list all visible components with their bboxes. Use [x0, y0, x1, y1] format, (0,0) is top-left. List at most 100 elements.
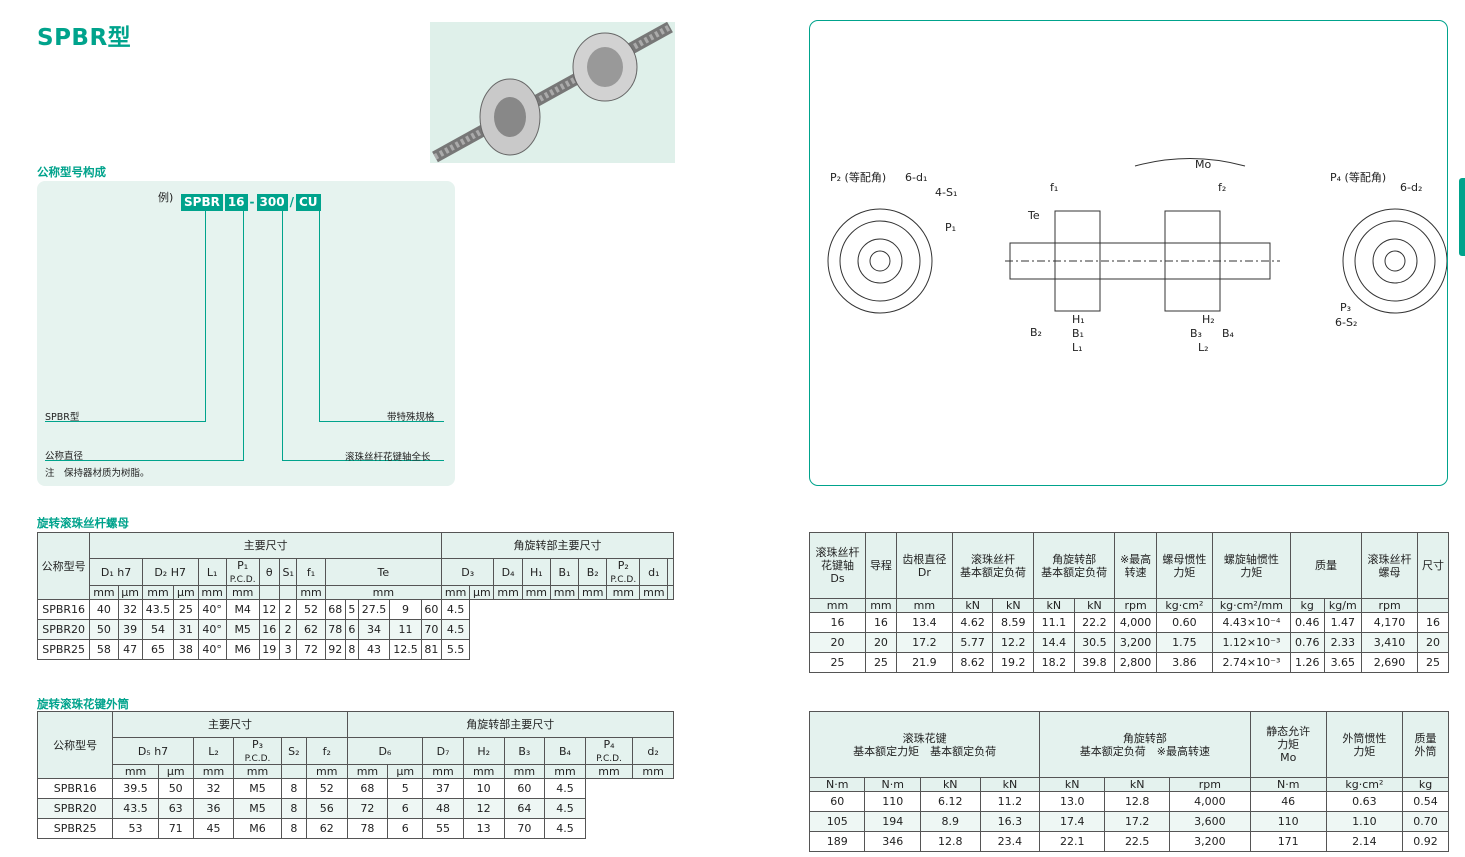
t1-angle-header: 角旋转部主要尺寸: [441, 532, 674, 559]
table-cell: 3: [278, 639, 298, 660]
table-cell: 105: [808, 811, 866, 832]
table-cell: 81: [420, 639, 443, 660]
table-cell: 70: [420, 619, 443, 640]
table-cell: 56: [305, 798, 348, 819]
t1-main-header: 主要尺寸: [89, 532, 442, 559]
table-cell: 4.5: [440, 599, 471, 620]
table-cell: 6.12: [919, 791, 981, 812]
label-diameter: 公称直径: [45, 451, 84, 462]
t1-heading: 旋转滚珠丝杆螺母: [37, 516, 129, 530]
svg-text:6-S₂: 6-S₂: [1335, 316, 1357, 329]
page-title: SPBR型: [37, 25, 132, 51]
table-cell: 2: [278, 599, 298, 620]
table-cell: 54: [141, 619, 175, 640]
table-cell: 31: [173, 619, 199, 640]
nominal-heading: 公称型号构成: [37, 165, 106, 179]
side-tab[interactable]: [1459, 178, 1465, 256]
svg-text:L₁: L₁: [1072, 341, 1083, 354]
table-cell: 92: [324, 639, 346, 660]
table-cell: 52: [296, 599, 326, 620]
table-cell: 4.62: [951, 612, 994, 633]
table-cell: 52: [305, 778, 348, 799]
table-cell: 78: [346, 818, 389, 839]
svg-text:H₁: H₁: [1072, 313, 1085, 326]
table-cell: 110: [864, 791, 921, 812]
example-prefix: 例): [158, 191, 174, 204]
table-cell: 3.86: [1155, 652, 1213, 673]
table-cell: 40°: [197, 619, 227, 640]
code-dash: -: [249, 195, 255, 209]
svg-text:Te: Te: [1027, 209, 1040, 222]
table-cell: 53: [112, 818, 159, 839]
table-cell: SPBR16: [36, 599, 91, 620]
svg-text:P₂ (等配角): P₂ (等配角): [830, 170, 886, 184]
line-model: [205, 210, 206, 422]
table-cell: 4.5: [544, 798, 586, 819]
t2-model-header: 公称型号: [36, 711, 114, 779]
table-cell: 43: [357, 639, 391, 660]
table-cell: M5: [233, 778, 282, 799]
table-cell: 3.65: [1323, 652, 1363, 673]
table-cell: 4.5: [544, 818, 586, 839]
table-cell: 72: [296, 639, 326, 660]
table-cell: 65: [141, 639, 175, 660]
svg-text:6-d₁: 6-d₁: [905, 171, 927, 184]
code-special: CU: [295, 194, 321, 211]
table-cell: 110: [1249, 811, 1327, 832]
svg-text:P₃: P₃: [1340, 301, 1351, 314]
table-cell: 40°: [197, 639, 227, 660]
table-cell: 60: [503, 778, 546, 799]
table-cell: SPBR20: [36, 619, 91, 640]
t1-model-header: 公称型号: [36, 532, 91, 600]
table-cell: 171: [1249, 831, 1327, 852]
table-cell: 30.5: [1073, 632, 1116, 653]
table-cell: 68: [324, 599, 346, 620]
table-cell: 38: [173, 639, 199, 660]
table-cell: 5: [344, 599, 359, 620]
table-cell: 1.75: [1155, 632, 1213, 653]
table-cell: 1.26: [1289, 652, 1325, 673]
line-diameter: [243, 210, 244, 461]
svg-text:P₄ (等配角): P₄ (等配角): [1330, 170, 1386, 184]
table-cell: 10: [462, 778, 505, 799]
table-cell: 16: [258, 619, 280, 640]
table-cell: 58: [89, 639, 119, 660]
table-cell: 12: [462, 798, 505, 819]
table-cell: 32: [192, 778, 235, 799]
table-cell: 0.63: [1325, 791, 1404, 812]
table-cell: 70: [503, 818, 546, 839]
table-cell: 0.46: [1289, 612, 1325, 633]
table-cell: 12.8: [1104, 791, 1171, 812]
table-cell: 45: [192, 818, 235, 839]
table-cell: 346: [864, 831, 921, 852]
svg-text:H₂: H₂: [1202, 313, 1215, 326]
table-cell: 8: [280, 798, 307, 819]
table-cell: 11.1: [1033, 612, 1075, 633]
table-cell: 25: [865, 652, 897, 673]
code-slash: /: [289, 195, 294, 209]
table-cell: M5: [225, 619, 260, 640]
table-cell: 32: [117, 599, 143, 620]
table-cell: 2: [278, 619, 298, 640]
table-cell: 39: [117, 619, 143, 640]
table-cell: 16.3: [979, 811, 1041, 832]
table-cell: 60: [808, 791, 866, 812]
table-cell: 47: [117, 639, 143, 660]
table-cell: M4: [225, 599, 260, 620]
table-cell: 5: [387, 778, 424, 799]
table-cell: 36: [192, 798, 235, 819]
table-cell: 21.9: [895, 652, 953, 673]
line-special-h: [319, 421, 444, 422]
table-cell: 5.5: [440, 639, 471, 660]
table-cell: 4,000: [1169, 791, 1251, 812]
table-cell: 25: [1417, 652, 1449, 673]
table-cell: 13.4: [895, 612, 953, 633]
table-cell: 20: [1417, 632, 1449, 653]
